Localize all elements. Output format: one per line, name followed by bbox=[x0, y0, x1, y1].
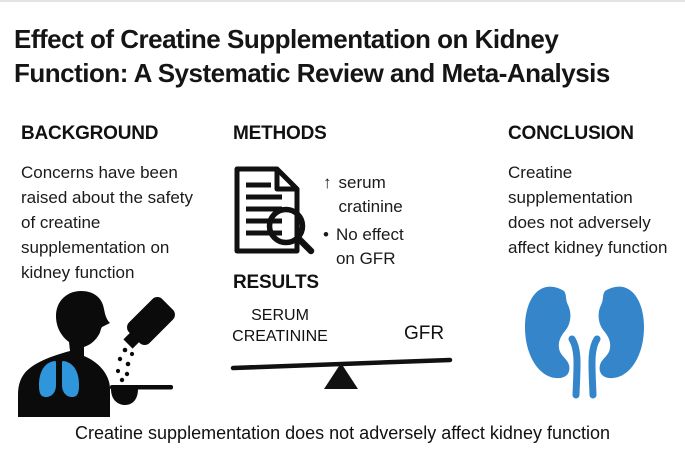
right-kidney-icon bbox=[588, 286, 644, 399]
gfr-label: GFR bbox=[404, 323, 445, 344]
methods-item-text: serum cratinine bbox=[338, 173, 403, 216]
methods-item-text: No effect on GFR bbox=[335, 225, 404, 268]
document-review-icon bbox=[234, 166, 315, 255]
up-arrow-icon: ↑ bbox=[323, 173, 332, 192]
balance-seesaw-icon bbox=[230, 357, 453, 389]
figure-title-line1: Effect of Creatine Supplementation on Ki… bbox=[14, 24, 559, 54]
document-text-lines-icon bbox=[246, 182, 282, 236]
methods-heading: METHODS bbox=[233, 123, 327, 144]
magnifier-lens-icon bbox=[266, 206, 306, 246]
document-page-icon bbox=[234, 166, 300, 254]
serum-creatinine-label: SERUM CREATININE bbox=[232, 307, 328, 345]
list-item: • No effect on GFR bbox=[323, 223, 427, 271]
list-item: ↑ serum cratinine bbox=[323, 171, 427, 219]
background-heading: BACKGROUND bbox=[21, 123, 159, 144]
methods-findings-list: ↑ serum cratinine • No effect on GFR bbox=[323, 171, 427, 275]
shaker-bottle-icon bbox=[123, 297, 175, 349]
footer-caption: Creatine supplementation does not advers… bbox=[75, 423, 610, 443]
bullet-icon: • bbox=[323, 225, 329, 244]
conclusion-heading: CONCLUSION bbox=[508, 123, 634, 144]
spoon-icon bbox=[110, 385, 173, 405]
document-fold-icon bbox=[274, 169, 297, 192]
powder-particles-icon bbox=[115, 347, 135, 383]
background-body: Concerns have been raised about the safe… bbox=[21, 163, 194, 282]
person-supplement-illustration bbox=[18, 291, 175, 417]
kidneys-icon bbox=[525, 286, 644, 399]
conclusion-body: Creatine supplementation does not advers… bbox=[508, 163, 668, 257]
results-heading: RESULTS bbox=[233, 272, 319, 293]
magnifier-handle-icon bbox=[294, 234, 315, 255]
left-kidney-icon bbox=[525, 286, 581, 399]
left-lung-icon bbox=[39, 361, 56, 397]
human-silhouette-icon bbox=[18, 291, 110, 417]
right-lung-icon bbox=[62, 361, 79, 397]
seesaw-fulcrum-icon bbox=[324, 363, 358, 389]
figure-title-line2: Function: A Systematic Review and Meta-A… bbox=[14, 58, 610, 88]
figure-title: Effect of Creatine Supplementation on Ki… bbox=[14, 22, 610, 90]
